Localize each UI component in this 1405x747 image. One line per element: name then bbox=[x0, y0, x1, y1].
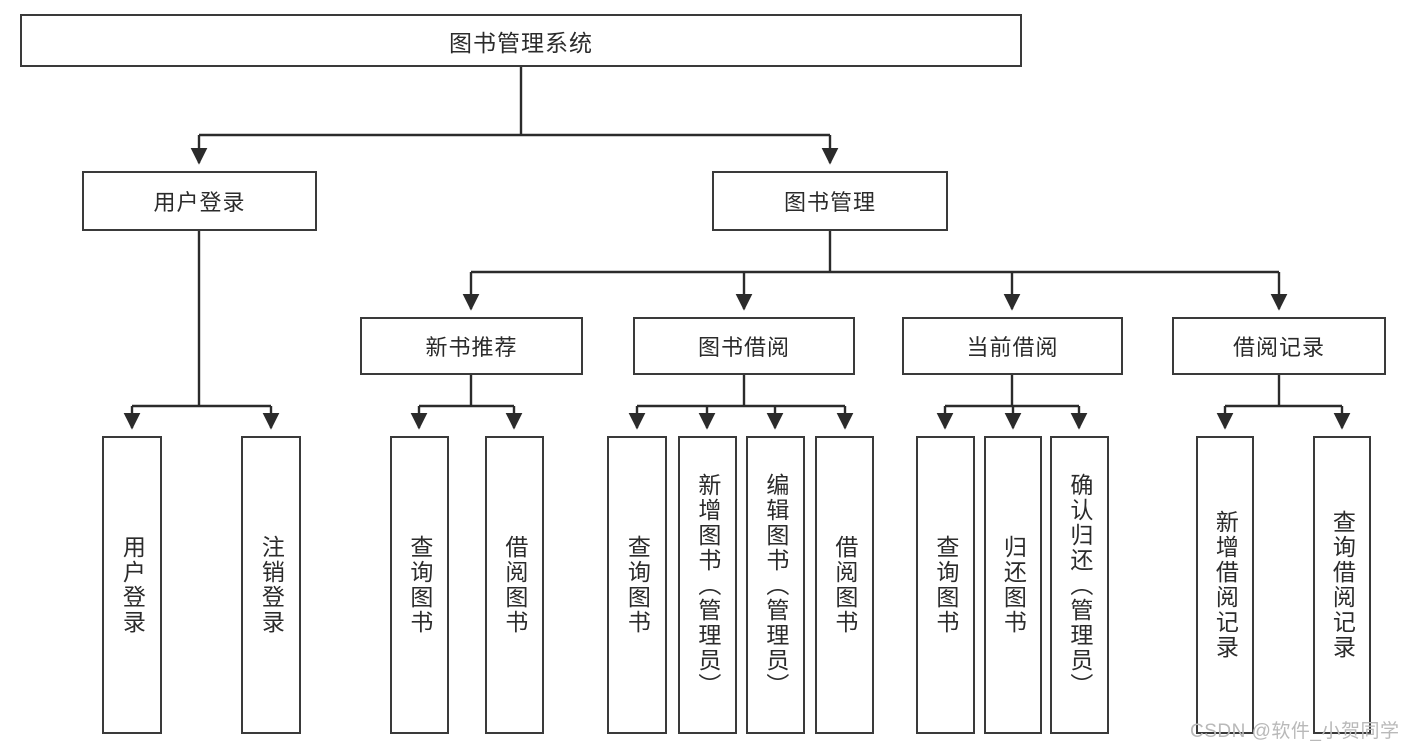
node-leaf-borrow-borrow-book-label: 借阅图书 bbox=[831, 535, 858, 635]
node-leaf-cur-return-book-label: 归还图书 bbox=[1000, 535, 1027, 635]
node-leaf-cur-query-book[interactable]: 查询图书 bbox=[916, 436, 975, 734]
node-book-manage-label: 图书管理 bbox=[783, 190, 876, 215]
node-leaf-rec-query-book-label: 查询图书 bbox=[406, 535, 433, 635]
node-leaf-borrow-query-book[interactable]: 查询图书 bbox=[607, 436, 667, 734]
node-leaf-borrow-add-book[interactable]: 新增图书（管理员） bbox=[678, 436, 737, 734]
node-current-borrow[interactable]: 当前借阅 bbox=[902, 317, 1123, 375]
node-borrow-record[interactable]: 借阅记录 bbox=[1172, 317, 1386, 375]
node-leaf-borrow-edit-book[interactable]: 编辑图书（管理员） bbox=[746, 436, 805, 734]
node-leaf-rec-add[interactable]: 新增借阅记录 bbox=[1196, 436, 1254, 734]
node-new-book-rec[interactable]: 新书推荐 bbox=[360, 317, 583, 375]
node-leaf-rec-add-label: 新增借阅记录 bbox=[1212, 510, 1239, 660]
node-current-borrow-label: 当前借阅 bbox=[966, 335, 1059, 360]
node-book-borrow[interactable]: 图书借阅 bbox=[633, 317, 855, 375]
node-new-book-rec-label: 新书推荐 bbox=[425, 335, 518, 360]
node-leaf-cur-confirm-return-label: 确认归还（管理员） bbox=[1066, 472, 1093, 698]
node-leaf-user-logout-label: 注销登录 bbox=[258, 535, 285, 635]
node-leaf-borrow-query-book-label: 查询图书 bbox=[624, 535, 651, 635]
node-root[interactable]: 图书管理系统 bbox=[20, 14, 1022, 67]
node-leaf-user-login[interactable]: 用户登录 bbox=[102, 436, 162, 734]
node-book-borrow-label: 图书借阅 bbox=[697, 335, 790, 360]
node-leaf-rec-query-label: 查询借阅记录 bbox=[1329, 510, 1356, 660]
node-leaf-cur-confirm-return[interactable]: 确认归还（管理员） bbox=[1050, 436, 1109, 734]
node-leaf-user-login-label: 用户登录 bbox=[119, 535, 146, 635]
node-leaf-rec-borrow-book[interactable]: 借阅图书 bbox=[485, 436, 544, 734]
node-leaf-rec-query-book[interactable]: 查询图书 bbox=[390, 436, 449, 734]
node-borrow-record-label: 借阅记录 bbox=[1232, 335, 1325, 360]
node-leaf-rec-borrow-book-label: 借阅图书 bbox=[501, 535, 528, 635]
node-user-login[interactable]: 用户登录 bbox=[82, 171, 317, 231]
node-leaf-cur-query-book-label: 查询图书 bbox=[932, 535, 959, 635]
node-leaf-rec-query[interactable]: 查询借阅记录 bbox=[1313, 436, 1371, 734]
node-leaf-borrow-edit-book-label: 编辑图书（管理员） bbox=[762, 472, 789, 698]
node-book-manage[interactable]: 图书管理 bbox=[712, 171, 948, 231]
node-root-label: 图书管理系统 bbox=[449, 29, 593, 56]
node-user-login-label: 用户登录 bbox=[153, 190, 246, 215]
node-leaf-user-logout[interactable]: 注销登录 bbox=[241, 436, 301, 734]
node-leaf-cur-return-book[interactable]: 归还图书 bbox=[984, 436, 1042, 734]
node-leaf-borrow-borrow-book[interactable]: 借阅图书 bbox=[815, 436, 874, 734]
node-leaf-borrow-add-book-label: 新增图书（管理员） bbox=[694, 472, 721, 698]
